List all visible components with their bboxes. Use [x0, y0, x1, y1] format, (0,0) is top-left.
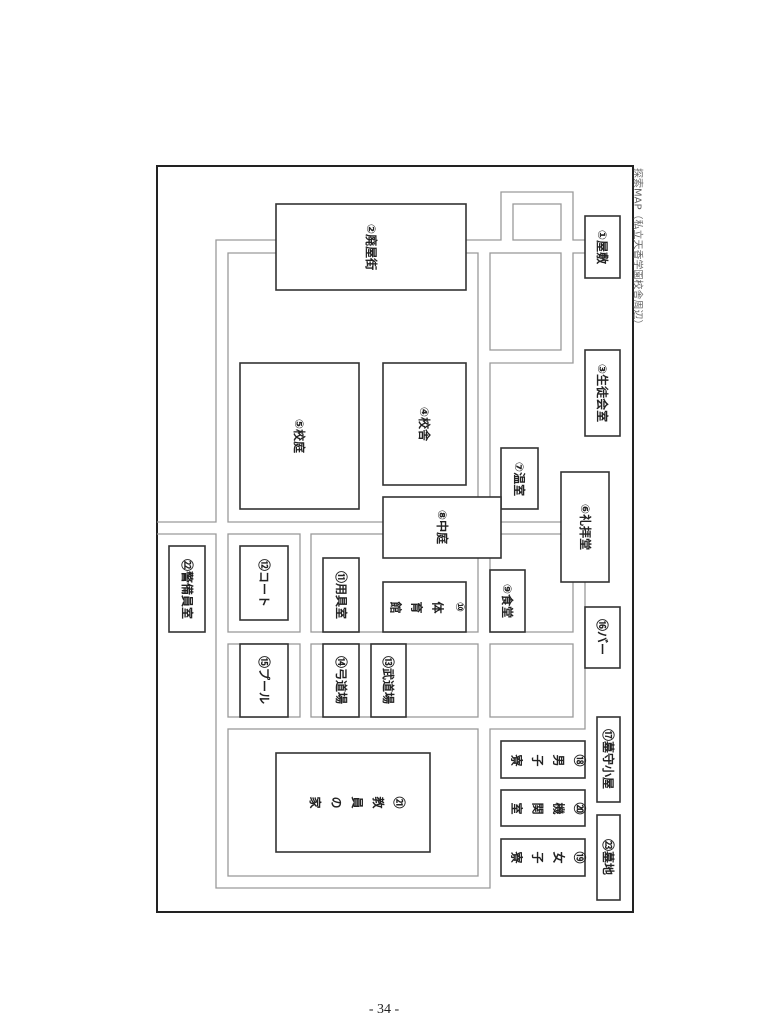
- road-block: [489, 643, 574, 718]
- building-pool[interactable]: [239, 643, 289, 718]
- building-danshiryou[interactable]: [500, 740, 586, 779]
- buildings: [168, 203, 621, 901]
- label-kikanshitsu: ⑳機関室: [502, 801, 587, 815]
- label-reihaidou: ⑥礼拝堂: [578, 504, 593, 550]
- building-shokudou[interactable]: [489, 569, 526, 633]
- label-seitokaishitsu: ③生徒会室: [595, 364, 610, 422]
- building-yougushitsu[interactable]: [322, 557, 360, 633]
- road-line: [157, 533, 586, 889]
- label-yashiki: ①屋敷: [595, 230, 610, 265]
- building-kikanshitsu[interactable]: [500, 789, 586, 827]
- label-kousha: ④校舎: [417, 407, 432, 442]
- label-court: ⑫コート: [257, 559, 272, 607]
- label-bochi: ㉓墓地: [601, 839, 616, 875]
- label-danshiryou: ⑱男子寮: [502, 753, 587, 767]
- building-hakamori-goya[interactable]: [596, 716, 621, 803]
- label-onshitsu: ⑦温室: [512, 462, 527, 496]
- road-line: [466, 252, 479, 497]
- road-block: [512, 203, 562, 241]
- map-frame: [156, 165, 634, 913]
- road-block: [489, 252, 562, 351]
- building-kyouin-no-ie[interactable]: [275, 752, 431, 853]
- building-taiikukan[interactable]: [382, 581, 467, 633]
- building-haiokugai[interactable]: [275, 203, 467, 291]
- building-budoujou[interactable]: [370, 643, 407, 718]
- label-koutei: ⑤校庭: [292, 419, 307, 453]
- road-block: [227, 533, 301, 633]
- road-line: [466, 191, 585, 241]
- label-nakaniwa: ⑧中庭: [435, 510, 450, 544]
- building-nakaniwa[interactable]: [382, 496, 502, 559]
- building-keibiinshitsu[interactable]: [168, 545, 206, 633]
- building-bar[interactable]: [584, 606, 621, 669]
- label-hakamori-goya: ⑰墓守小屋: [601, 729, 616, 789]
- roads: [157, 191, 586, 889]
- label-kyouin-no-ie: ㉑教員の家: [301, 795, 407, 809]
- label-shokudou: ⑨食堂: [500, 584, 515, 618]
- building-kyuudoujou[interactable]: [322, 643, 360, 718]
- building-court[interactable]: [239, 545, 289, 621]
- building-kousha[interactable]: [382, 362, 467, 486]
- map-title: 探索MAP（私立天香学園校舎周辺）: [632, 168, 645, 330]
- building-bochi[interactable]: [596, 814, 621, 901]
- label-budoujou: ⑬武道場: [381, 656, 396, 704]
- labels: ①屋敷 ②廃屋街 ③生徒会室 ④校舎 ⑤校庭 ⑥礼拝堂 ⑦温室 ⑧中庭 ⑨食堂 …: [180, 224, 616, 875]
- label-haiokugai: ②廃屋街: [364, 224, 379, 270]
- label-joshiryou: ⑲女子寮: [502, 850, 587, 864]
- building-koutei[interactable]: [239, 362, 360, 510]
- road-line: [157, 239, 276, 523]
- building-yashiki[interactable]: [584, 215, 621, 279]
- label-kyuudoujou: ⑭弓道場: [334, 656, 349, 704]
- label-pool: ⑮プール: [257, 656, 272, 704]
- label-yougushitsu: ⑪用具室: [334, 571, 349, 619]
- building-reihaidou[interactable]: [560, 471, 610, 583]
- building-seitokaishitsu[interactable]: [584, 349, 621, 437]
- road-line: [489, 252, 585, 497]
- building-joshiryou[interactable]: [500, 838, 586, 877]
- label-keibiinshitsu: ㉒警備員室: [180, 559, 195, 619]
- label-bar: ⑯バー: [595, 619, 610, 655]
- building-onshitsu[interactable]: [500, 447, 539, 510]
- road-line: [227, 252, 383, 523]
- road-block: [227, 728, 479, 877]
- label-taiikukan: ⑩体育館: [381, 600, 467, 614]
- page-number: - 34 -: [368, 1002, 400, 1017]
